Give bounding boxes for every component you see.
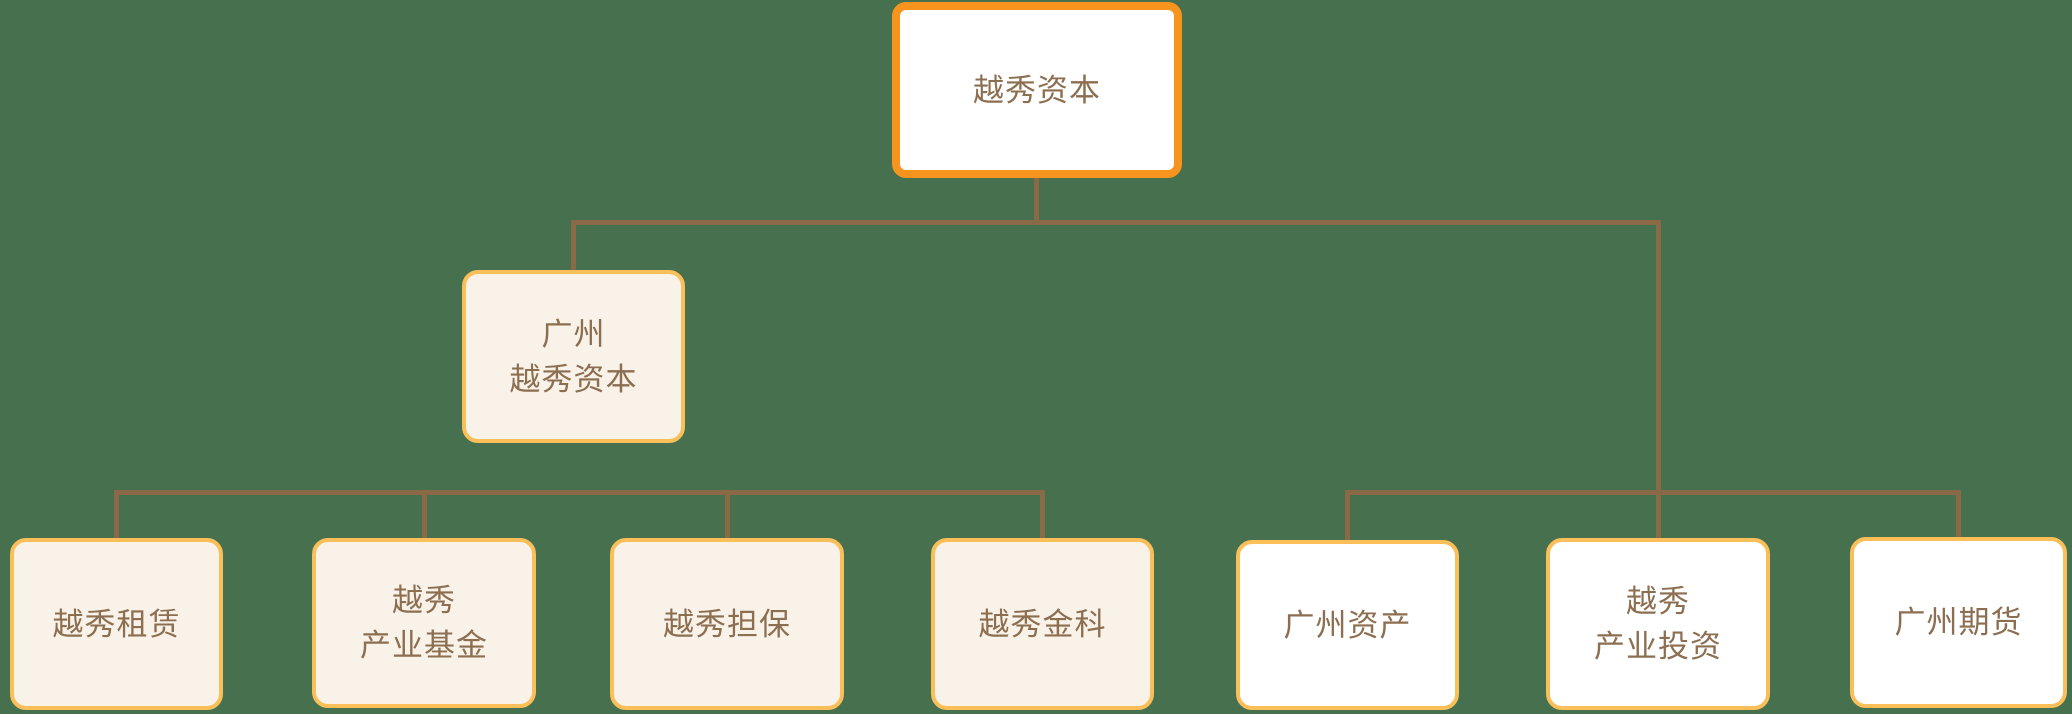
connector-stub-leasing	[114, 493, 119, 540]
connector-right-rail	[1345, 490, 1961, 495]
org-node-yuexiu-industrial-investment: 越秀 产业投资	[1546, 538, 1770, 710]
org-node-guangzhou-futures: 广州期货	[1850, 537, 2067, 708]
org-node-yuexiu-industrial-fund: 越秀 产业基金	[312, 538, 536, 708]
connector-left-rail	[114, 490, 1045, 495]
org-node-yuexiu-fintech: 越秀金科	[931, 538, 1154, 710]
connector-top-rail	[571, 220, 1661, 225]
connector-stub-industrial-fund	[422, 493, 427, 540]
connector-stub-guangzhou-asset	[1345, 493, 1350, 542]
connector-right-trunk	[1656, 222, 1661, 540]
connector-stub-guangzhou-futures	[1956, 493, 1961, 539]
org-node-yuexiu-guarantee: 越秀担保	[610, 538, 844, 710]
connector-stub-guarantee	[725, 493, 730, 540]
connector-root-drop	[1034, 176, 1039, 225]
org-node-yuexiu-leasing: 越秀租赁	[10, 538, 223, 710]
connector-mid-drop	[571, 222, 576, 272]
org-node-guangzhou-yuexiu-capital: 广州 越秀资本	[462, 270, 685, 443]
org-node-yuexiu-capital-root: 越秀资本	[892, 2, 1182, 178]
connector-stub-fintech	[1040, 493, 1045, 540]
org-node-guangzhou-asset: 广州资产	[1236, 540, 1459, 710]
